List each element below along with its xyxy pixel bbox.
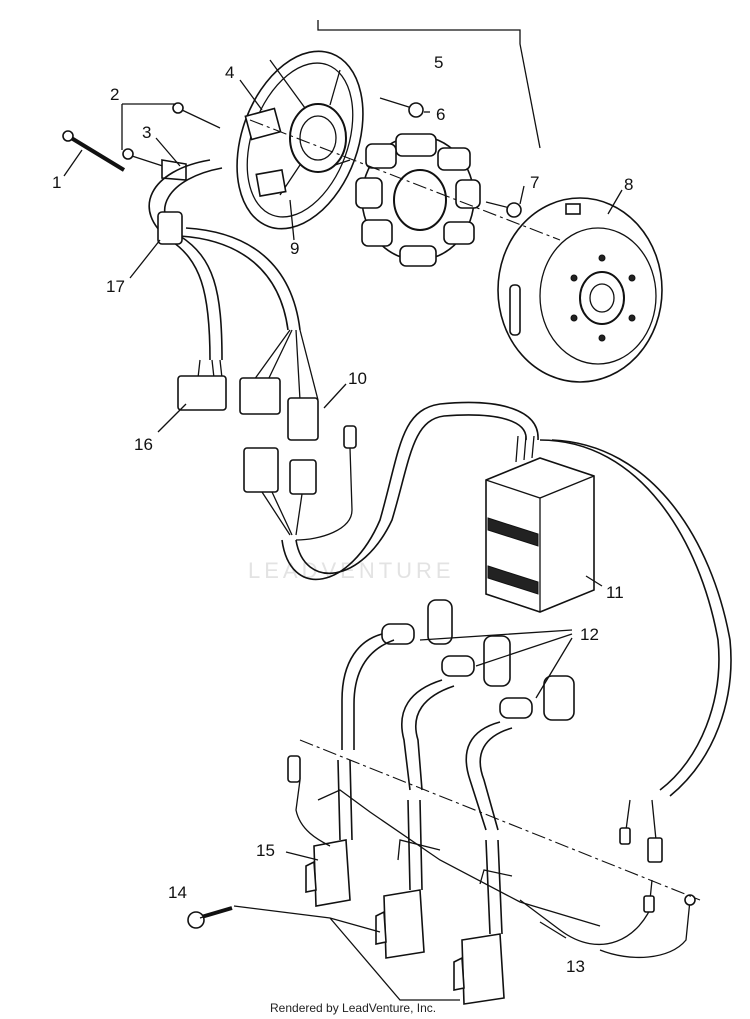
plate-screws — [122, 102, 221, 171]
callout-7: 7 — [530, 173, 539, 192]
callout-5: 5 — [434, 53, 443, 72]
callout-2: 2 — [110, 85, 119, 104]
watermark-text: LEADVENTURE — [248, 558, 455, 583]
stator-wire-harness — [148, 159, 301, 361]
ignition-coil-1 — [305, 759, 353, 907]
callout-14: 14 — [168, 883, 187, 902]
spark-plug-cap-3 — [465, 675, 575, 831]
coil-mount-bolt — [187, 906, 233, 929]
callout-15: 15 — [256, 841, 275, 860]
spark-plug-cap-2 — [401, 635, 511, 791]
cdi-module — [485, 435, 595, 613]
stator-bolt — [379, 97, 424, 118]
coil-alignment-line — [299, 739, 701, 901]
coil-primary-wires — [287, 755, 601, 927]
coil-bracket-line — [233, 905, 460, 1001]
callout-4: 4 — [225, 63, 234, 82]
assembly-axis-line — [249, 119, 561, 241]
callout-1: 1 — [52, 173, 61, 192]
callout-9: 9 — [290, 239, 299, 258]
connector-10 — [239, 329, 357, 541]
ignition-coil-3 — [453, 839, 505, 1005]
flywheel-bolt — [485, 201, 522, 218]
stator-plate — [236, 50, 364, 230]
ignition-coil-2 — [375, 799, 425, 959]
callout-16: 16 — [134, 435, 153, 454]
callout-6: 6 — [436, 105, 445, 124]
spark-plug-cap-1 — [341, 599, 453, 750]
callout-17: 17 — [106, 277, 125, 296]
long-bolt — [62, 130, 126, 172]
callout-13: 13 — [566, 957, 585, 976]
main-wire-loom — [281, 401, 732, 797]
stator-coil-assembly — [355, 133, 481, 267]
callout-12: 12 — [580, 625, 599, 644]
flywheel — [497, 197, 663, 383]
callout-labels: 1 2 3 4 5 6 7 8 9 10 11 12 13 14 15 16 1… — [52, 53, 633, 976]
callout-3: 3 — [142, 123, 151, 142]
callout-11: 11 — [606, 583, 624, 602]
footer-credit: Rendered by LeadVenture, Inc. — [270, 1001, 436, 1015]
connector-16 — [177, 359, 227, 411]
callout-8: 8 — [624, 175, 633, 194]
leader-lines — [63, 20, 623, 939]
ground-wire — [519, 799, 696, 959]
callout-10: 10 — [348, 369, 367, 388]
